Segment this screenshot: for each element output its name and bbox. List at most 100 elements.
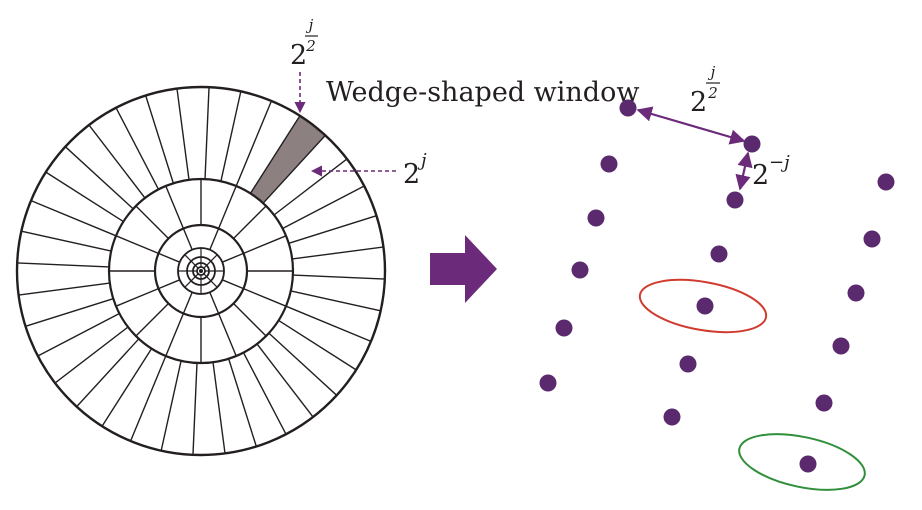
grid-dot <box>726 191 744 209</box>
tiling-spoke <box>242 352 287 435</box>
wedge-length-exponent: j <box>417 150 427 171</box>
tiling-rings <box>15 85 387 457</box>
tiling-ring <box>186 256 216 286</box>
tiling-spoke <box>209 291 220 314</box>
tiling-spoke <box>192 362 198 455</box>
grid-dot <box>587 209 605 227</box>
tiling-spoke <box>217 185 237 229</box>
tiling-spoke <box>292 246 384 260</box>
tiling-ring <box>196 266 206 276</box>
wedge-window-label: Wedge-shaped window <box>326 77 639 108</box>
tiling-spoke <box>233 303 267 337</box>
tiling-ring <box>153 223 249 319</box>
tiling-spoke <box>204 87 210 180</box>
tiling-spoke <box>290 290 381 312</box>
green-ellipse <box>738 433 866 491</box>
grid-dot <box>663 408 681 426</box>
tiling-spoke <box>221 252 244 263</box>
tiling-spoke <box>135 303 169 337</box>
tiling-spoke <box>212 362 226 454</box>
grid-step-label: 2 j 2 <box>690 63 720 118</box>
tiling-spoke <box>115 287 159 307</box>
grid-dot <box>710 245 728 263</box>
tiling-ring <box>192 262 210 280</box>
grid-gap-base: 2 <box>752 160 769 191</box>
tiling-spoke <box>235 100 273 187</box>
tiling-spoke <box>165 313 185 357</box>
grid-step-denominator: 2 <box>707 84 718 102</box>
grid-dot <box>600 155 618 173</box>
grid-gap-label: 2 −j <box>752 152 790 191</box>
tiling-spoke <box>220 91 242 182</box>
grid-dot <box>877 173 895 191</box>
grid-gap-arrow <box>735 151 753 191</box>
tiling-spoke <box>45 171 124 223</box>
grid-dot <box>539 374 557 392</box>
grid-step-arrow <box>636 106 746 145</box>
tiling-spoke <box>88 124 146 199</box>
tiling-spoke <box>285 305 372 343</box>
wedge-width-denominator: 2 <box>305 37 316 55</box>
tiling-spoke <box>249 115 301 194</box>
tiling-spoke <box>278 319 357 371</box>
tiling-spoke <box>54 326 129 384</box>
tiling-spoke <box>209 228 220 251</box>
tiling-spoke <box>115 235 159 255</box>
tiling-spoke <box>37 312 120 357</box>
tiling-spoke <box>145 95 175 184</box>
tiling-ring <box>107 177 295 365</box>
red-ellipse <box>638 278 768 334</box>
tiling-spoke <box>288 215 377 245</box>
tiling-spoke <box>221 279 244 290</box>
curvelet-grid-dots <box>539 99 895 473</box>
tiling-spoke <box>292 274 385 280</box>
tiling-spoke <box>158 279 181 290</box>
grid-dot <box>847 284 865 302</box>
tiling-spoke <box>64 146 134 210</box>
tiling-spokes <box>17 87 385 455</box>
tiling-spoke <box>115 107 160 190</box>
grid-dot <box>832 337 850 355</box>
tiling-spoke <box>262 134 326 204</box>
tiling-spoke <box>25 297 114 327</box>
grid-dot <box>555 319 573 337</box>
tiling-spoke <box>243 287 287 307</box>
right-arrow-icon <box>430 235 497 303</box>
grid-step-base: 2 <box>690 87 707 118</box>
tiling-center <box>199 269 203 273</box>
grid-dot <box>799 455 817 473</box>
grid-dot <box>571 261 589 279</box>
frequency-tiling-disk <box>15 85 387 457</box>
grid-gap-exponent: −j <box>769 152 790 173</box>
tiling-spoke <box>101 348 153 427</box>
tiling-spoke <box>165 185 185 229</box>
tiling-spoke <box>18 282 110 296</box>
wedge-width-base: 2 <box>290 40 307 71</box>
tiling-spoke <box>129 355 167 442</box>
tiling-spoke <box>227 358 257 447</box>
grid-dot <box>679 355 697 373</box>
tiling-spoke <box>160 360 182 451</box>
tiling-spoke <box>243 235 287 255</box>
tiling-spoke <box>268 332 338 396</box>
grid-dot <box>743 135 761 153</box>
tiling-spoke <box>135 205 169 239</box>
grid-step-numerator: j <box>708 63 716 81</box>
wedge-window <box>250 115 326 204</box>
tiling-spoke <box>30 199 117 237</box>
wedge-width-label: 2 j 2 <box>290 16 318 71</box>
wedge-length-base: 2 <box>403 159 420 190</box>
grid-dot <box>696 297 714 315</box>
tiling-spoke <box>233 205 267 239</box>
tiling-spoke <box>17 262 110 268</box>
tiling-spoke <box>273 158 348 216</box>
tiling-spoke <box>256 343 314 418</box>
wedge-length-label: 2 j <box>403 150 427 190</box>
tiling-spoke <box>76 338 140 408</box>
tiling-spoke <box>176 88 190 180</box>
wedge-width-numerator: j <box>306 16 314 34</box>
tiling-spoke <box>182 228 193 251</box>
grid-dot <box>619 99 637 117</box>
tiling-spoke <box>182 291 193 314</box>
